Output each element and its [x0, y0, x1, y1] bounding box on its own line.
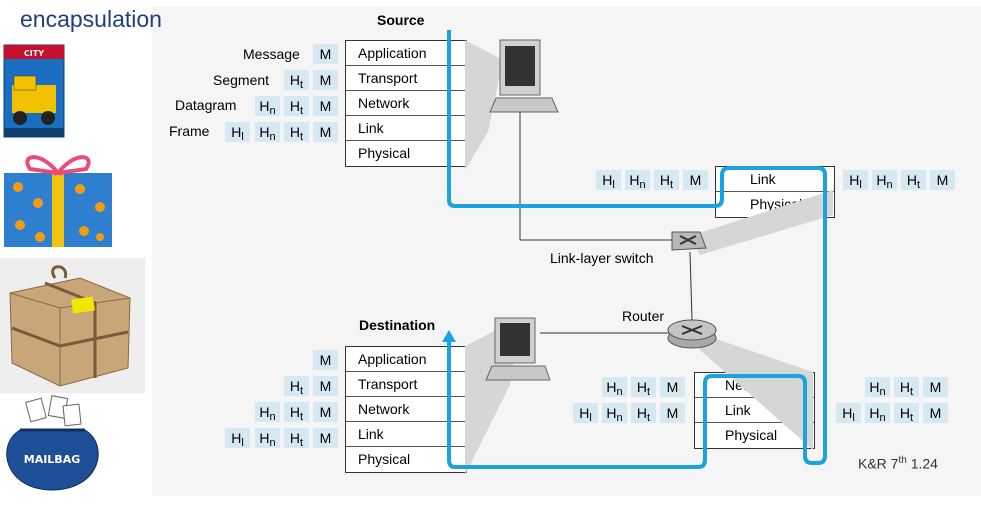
source-computer-icon — [489, 39, 559, 113]
message-box: M — [313, 376, 338, 396]
header-box-n: Hn — [602, 377, 627, 398]
parcel-package-icon — [0, 258, 145, 393]
router-layer-physical: Physical — [725, 427, 778, 443]
dest-layer-application: Application — [346, 347, 466, 372]
header-box-l: Hl — [596, 170, 621, 191]
header-box-n: Hn — [865, 377, 890, 398]
header-box-n: Hn — [625, 170, 650, 191]
header-box-n: Hn — [602, 403, 627, 424]
header-box-t: Ht — [284, 122, 309, 143]
header-box-n: Hn — [255, 96, 280, 117]
message-box: M — [923, 403, 948, 423]
source-callout-shape — [465, 40, 503, 170]
svg-text:CITY: CITY — [24, 49, 44, 58]
dest-computer-icon — [485, 317, 551, 381]
dest-layer-link: Link — [346, 422, 466, 447]
source-layer-link: Link — [346, 116, 466, 141]
switch-icon — [671, 231, 707, 251]
source-layer-physical: Physical — [358, 145, 411, 161]
message-box: M — [930, 170, 955, 190]
header-box-t: Ht — [894, 377, 919, 398]
router-layer-link: Link — [695, 398, 814, 423]
header-box-l: Hl — [225, 428, 250, 449]
header-box-t: Ht — [631, 403, 656, 424]
message-box: M — [660, 377, 685, 397]
header-box-l: Hl — [836, 403, 861, 424]
header-box-n: Hn — [865, 403, 890, 424]
message-box: M — [313, 44, 338, 64]
pdu-datagram-label: Datagram — [175, 97, 237, 113]
message-box: M — [313, 428, 338, 448]
message-box: M — [313, 122, 338, 142]
destination-protocol-stack: Application Transport Network Link Physi… — [345, 346, 467, 473]
switch-router-wire — [689, 251, 693, 321]
pdu-segment-label: Segment — [213, 72, 270, 88]
data-flow-path — [447, 30, 827, 469]
header-box-t: Ht — [654, 170, 679, 191]
message-box: M — [313, 70, 338, 90]
pdu-frame-label: Frame — [169, 123, 210, 139]
dest-layer-network: Network — [346, 397, 466, 422]
destination-label: Destination — [359, 317, 436, 333]
header-box-t: Ht — [631, 377, 656, 398]
header-box-t: Ht — [284, 402, 309, 423]
path-arrowhead — [442, 330, 456, 342]
lego-truck-box-icon: CITY — [2, 40, 67, 140]
header-box-l: Hl — [225, 122, 250, 143]
header-box-n: Hn — [255, 122, 280, 143]
dest-layer-physical: Physical — [358, 451, 411, 467]
message-box: M — [660, 403, 685, 423]
source-label: Source — [377, 12, 425, 28]
header-box-n: Hn — [872, 170, 897, 191]
pdu-message-label: Message — [243, 46, 300, 62]
message-box: M — [313, 350, 338, 370]
svg-text:MAILBAG: MAILBAG — [24, 453, 81, 466]
message-box: M — [313, 402, 338, 422]
source-layer-application: Application — [346, 41, 466, 66]
header-box-l: Hl — [573, 403, 598, 424]
citation: K&R 7th 1.24 — [858, 455, 938, 472]
switch-callout-shape — [690, 190, 833, 255]
header-box-t: Ht — [284, 428, 309, 449]
message-box: M — [313, 96, 338, 116]
header-box-n: Hn — [255, 428, 280, 449]
header-box-t: Ht — [284, 376, 309, 397]
router-callout-shape — [690, 330, 813, 450]
router-label: Router — [622, 308, 665, 324]
switch-label: Link-layer switch — [550, 250, 654, 266]
header-box-t: Ht — [284, 70, 309, 91]
header-box-t: Ht — [284, 96, 309, 117]
header-box-n: Hn — [255, 402, 280, 423]
source-layer-transport: Transport — [346, 66, 466, 91]
header-box-l: Hl — [843, 170, 868, 191]
message-box: M — [923, 377, 948, 397]
switch-layer-link: Link — [716, 167, 834, 192]
gift-box-icon — [0, 145, 116, 250]
dest-layer-transport: Transport — [346, 372, 466, 397]
mailbag-icon: MAILBAG — [0, 395, 105, 495]
page-title: encapsulation — [20, 6, 162, 32]
source-layer-network: Network — [346, 91, 466, 116]
router-icon — [667, 319, 717, 349]
header-box-t: Ht — [901, 170, 926, 191]
message-box: M — [683, 170, 708, 190]
header-box-t: Ht — [894, 403, 919, 424]
source-protocol-stack: Application Transport Network Link Physi… — [345, 40, 467, 167]
